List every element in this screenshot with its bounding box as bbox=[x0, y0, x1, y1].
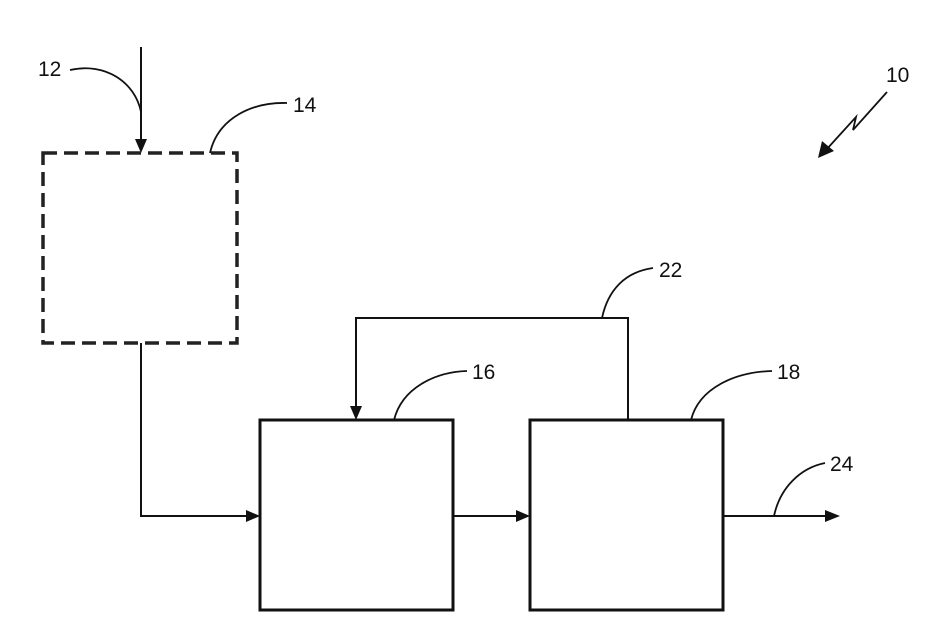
first-unit: 16 bbox=[260, 361, 495, 610]
label-16: 16 bbox=[472, 361, 495, 384]
label-22-leader bbox=[602, 268, 653, 318]
second-unit: 18 bbox=[530, 361, 800, 610]
optional-unit: 14 bbox=[43, 94, 317, 343]
label-24: 24 bbox=[830, 453, 854, 476]
unit-16-box bbox=[260, 420, 453, 610]
output-stream-arrowhead bbox=[825, 510, 840, 522]
stream-14-to-16-arrowhead bbox=[246, 510, 260, 522]
system-zigzag-leader bbox=[826, 92, 887, 150]
label-12-leader bbox=[70, 68, 141, 112]
stream-16-to-18-arrowhead bbox=[516, 510, 530, 522]
label-14-leader bbox=[210, 103, 287, 153]
system-reference: 10 bbox=[818, 64, 909, 158]
stream-14-to-16 bbox=[141, 343, 260, 522]
label-18: 18 bbox=[777, 361, 800, 384]
label-16-leader bbox=[394, 371, 467, 420]
label-14: 14 bbox=[293, 94, 317, 117]
label-10: 10 bbox=[886, 64, 909, 87]
label-18-leader bbox=[691, 371, 772, 420]
stream-16-to-18 bbox=[453, 510, 530, 522]
unit-18-box bbox=[530, 420, 723, 610]
label-22: 22 bbox=[659, 259, 682, 282]
label-24-leader bbox=[774, 463, 825, 516]
recycle-stream: 22 bbox=[350, 259, 682, 420]
recycle-stream-arrowhead bbox=[350, 406, 362, 420]
input-stream: 12 bbox=[38, 47, 147, 153]
stream-14-to-16-line bbox=[141, 343, 247, 516]
unit-14-box bbox=[43, 153, 237, 343]
output-stream: 24 bbox=[723, 453, 854, 522]
label-12: 12 bbox=[38, 58, 61, 81]
input-stream-arrowhead bbox=[135, 139, 147, 153]
